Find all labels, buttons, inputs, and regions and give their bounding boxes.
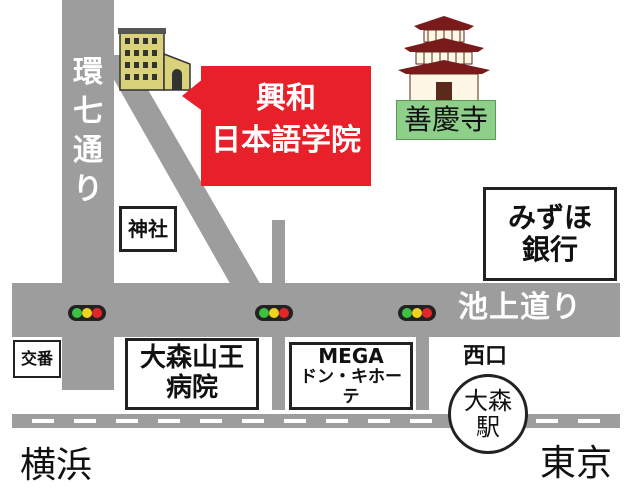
road-label-kannana-1: 環 [73,55,103,90]
police-box: 交番 [13,340,61,378]
station-label-line1: 大森 [464,386,512,415]
road-station-approach [416,336,429,410]
road-label-kannana-3: 通 [73,133,103,168]
temple-name: 善慶寺 [403,103,488,136]
temple-plaque: 善慶寺 [396,100,496,140]
bank-label-line2: 銀行 [521,233,578,266]
hospital-box: 大森山王 病院 [125,338,259,410]
hospital-label-line1: 大森山王 [139,343,244,374]
bank-box: みずほ 銀行 [483,187,617,281]
mega-label-line1: MEGA [318,343,384,368]
temple-icon [398,16,490,103]
mega-donki-box: MEGA ドン・キホーテ [289,342,413,410]
bank-label-line1: みずほ [507,200,592,234]
station-circle: 大森 駅 [448,374,528,454]
traffic-light-icon [68,305,106,321]
shrine-label: 神社 [128,216,168,241]
road-label-kannana-4: り [73,172,103,207]
direction-tokyo: 東京 [540,443,613,484]
railway-track-icon [12,414,620,428]
road-label-ikegami: 池上道り [458,290,582,325]
callout-pointer [182,78,204,112]
school-callout: 興和 日本語学院 [201,66,371,186]
station-label-line2: 駅 [476,413,500,441]
road-label-kannana-2: 七 [73,94,103,129]
direction-yokohama: 横浜 [20,445,93,486]
hospital-label-line2: 病院 [165,373,218,403]
police-label: 交番 [20,348,53,368]
road-ikegami [12,283,620,337]
mega-label-line2: ドン・キホーテ [300,366,402,407]
road-small-south [272,336,285,410]
west-exit-label: 西口 [463,344,508,369]
shrine-box: 神社 [119,206,177,252]
school-name-line1: 興和 [256,81,316,116]
traffic-light-icon [398,305,436,321]
school-name-line2: 日本語学院 [211,123,361,158]
traffic-light-icon [255,305,293,321]
road-small-north [272,220,285,286]
